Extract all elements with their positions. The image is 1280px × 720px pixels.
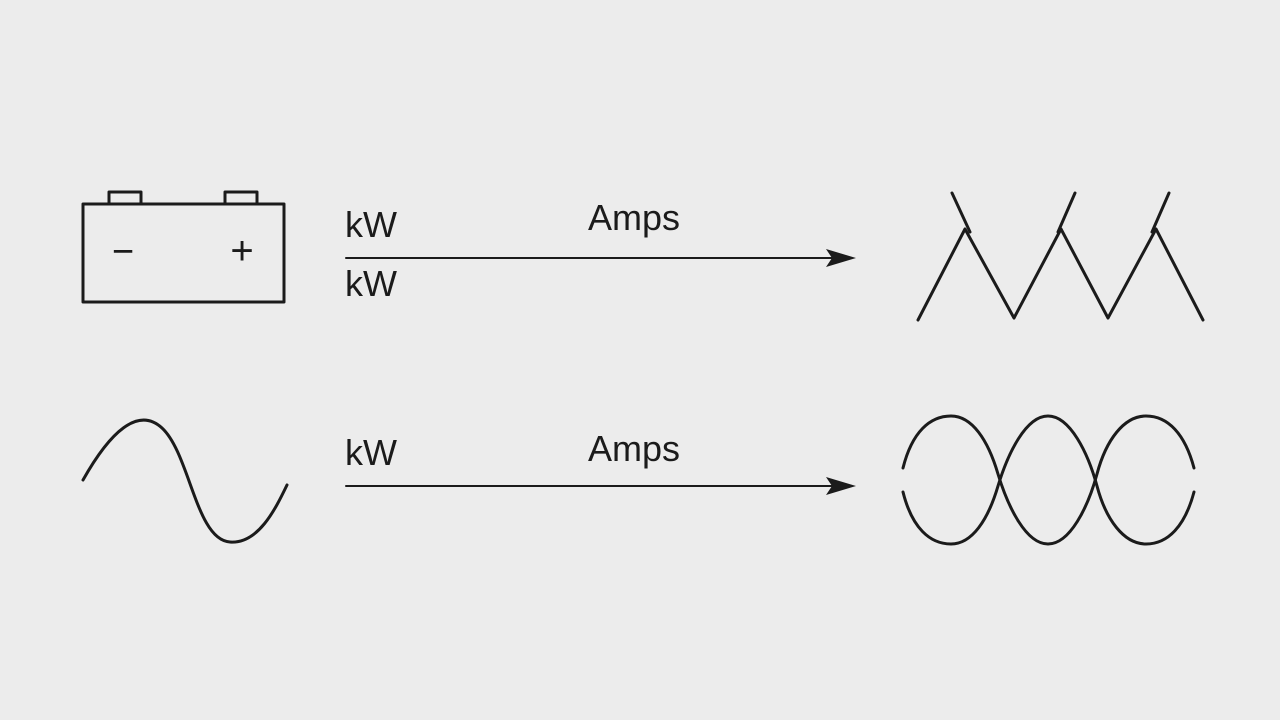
ac-label-kw: kW xyxy=(345,432,397,473)
zigzag-waveform-icon xyxy=(916,191,1205,322)
battery-positive-sign: + xyxy=(230,229,253,273)
ac-flow-arrow xyxy=(345,477,856,495)
ac-arrow-label: Amps xyxy=(588,428,680,469)
dc-label-kw-top: kW xyxy=(345,204,397,245)
battery-negative-sign: − xyxy=(112,231,134,273)
dc-flow-arrow xyxy=(345,249,856,267)
sine-wave-icon xyxy=(81,418,289,544)
battery-icon: − + xyxy=(81,190,286,304)
dc-label-kw-bottom: kW xyxy=(345,263,397,304)
interlaced-sine-waves-icon xyxy=(901,414,1196,546)
dc-arrow-label: Amps xyxy=(588,197,680,238)
